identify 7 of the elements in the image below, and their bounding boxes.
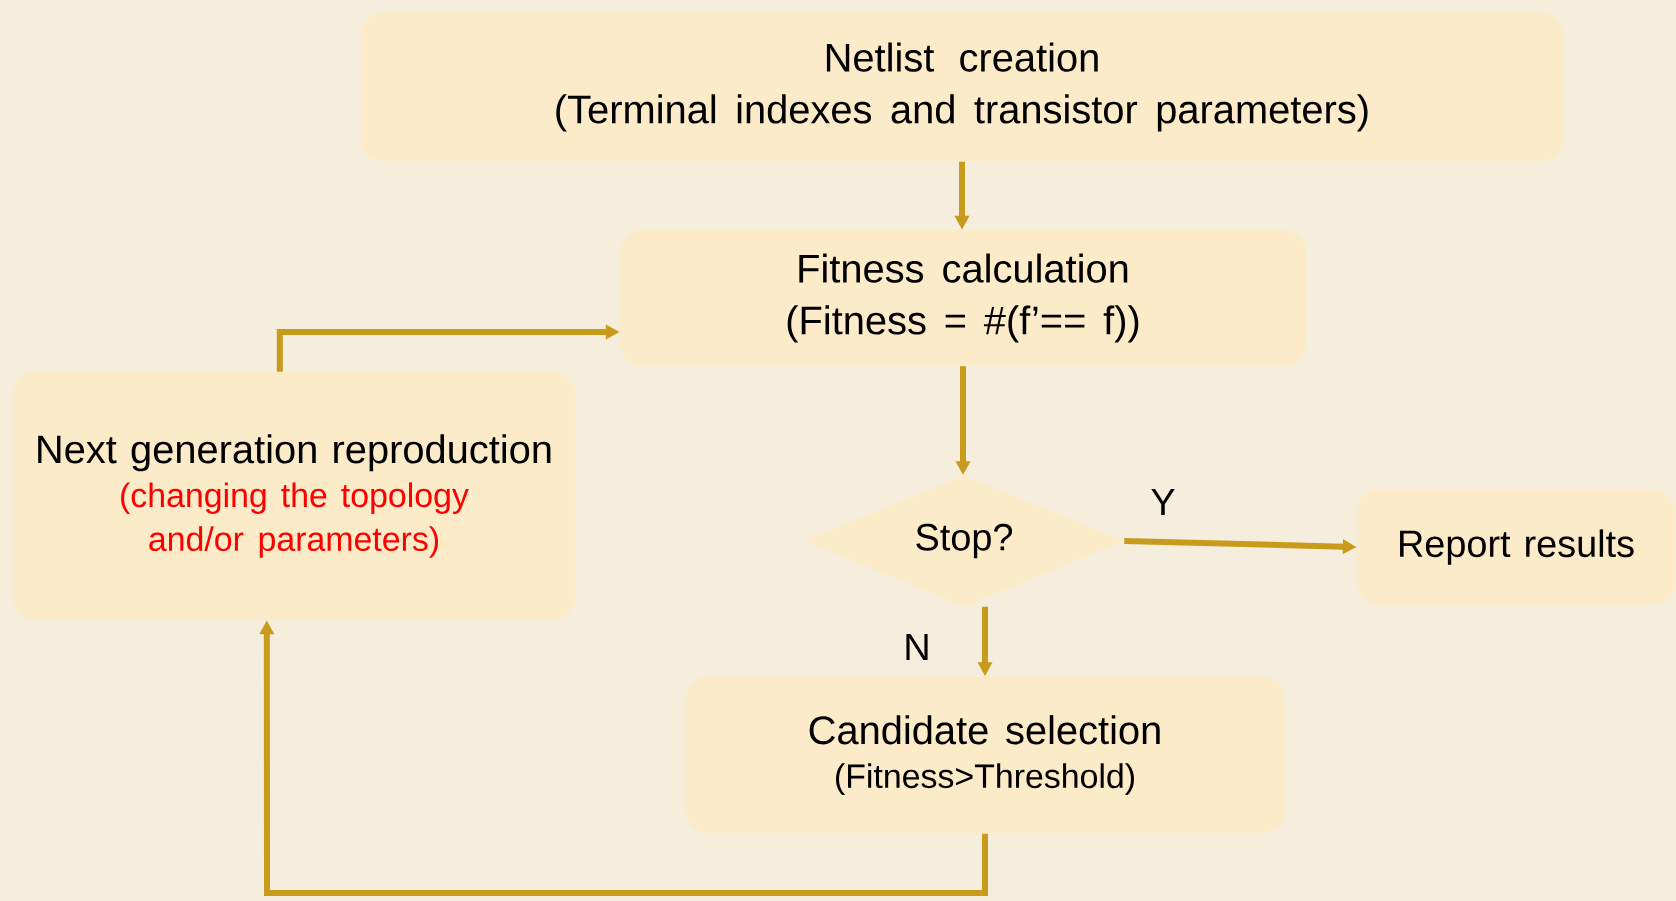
terminal-box: Report results <box>1357 489 1675 605</box>
process-box: Next generation reproduction (changing the topology and/or parameters) <box>13 372 575 620</box>
process-box: Fitness calculation (Fitness = #(f’== f)) <box>620 230 1306 366</box>
edge-label: Y <box>1148 487 1178 518</box>
edge-label: N <box>901 632 933 663</box>
process-box: Candidate selection (Fitness>Threshold) <box>685 676 1285 834</box>
process-box: Netlist creation (Terminal indexes and transistor parameters) <box>361 12 1564 162</box>
